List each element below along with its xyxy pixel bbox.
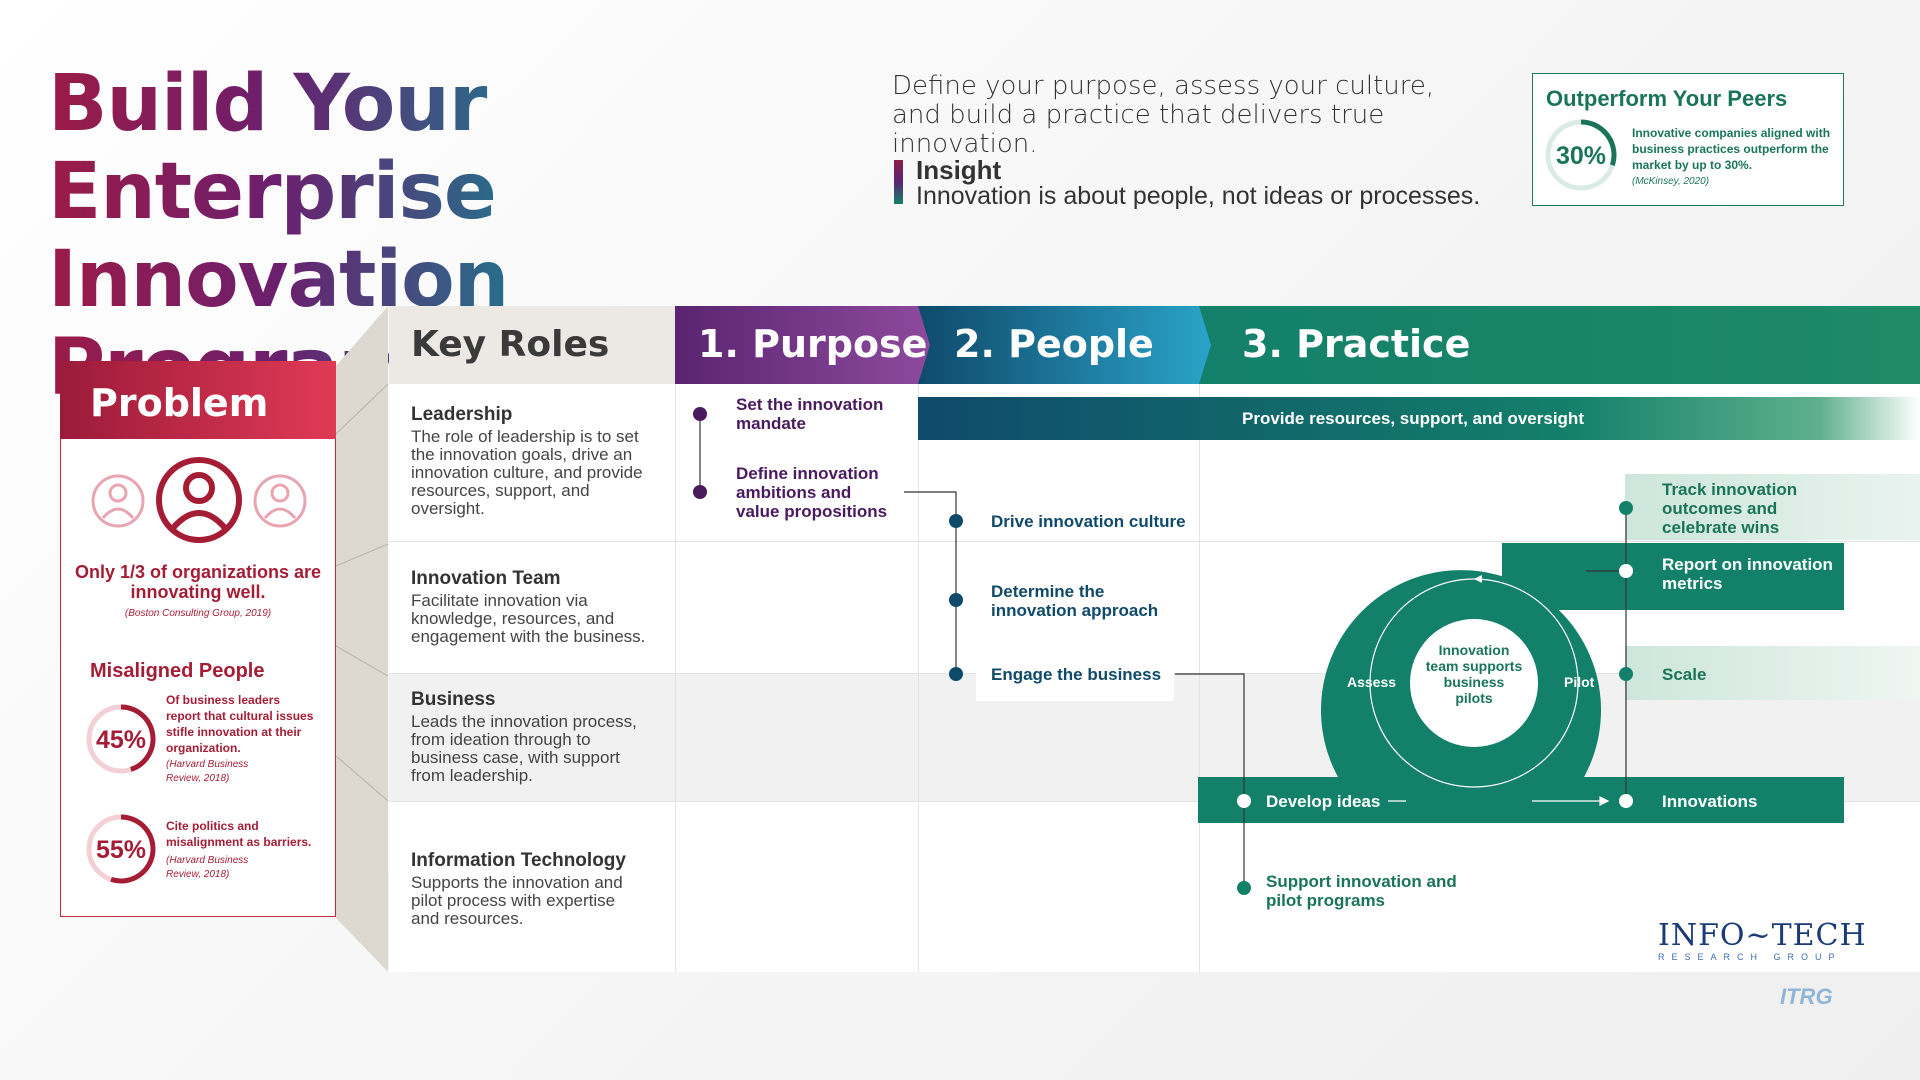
practice-header: 3. Practice <box>1242 322 1471 366</box>
person-icon <box>253 474 307 528</box>
cycle-assess: Assess <box>1347 674 1397 690</box>
role-desc: Supports the innovation and pilot proces… <box>411 873 623 928</box>
stat-45-source: (Harvard Business Review, 2018) <box>166 759 249 784</box>
purpose-item: Set the innovation mandate <box>736 395 884 433</box>
insight-accent-bar <box>894 160 903 204</box>
stat-55-percent: 55% <box>96 836 146 864</box>
role-title: Innovation Team <box>411 568 561 589</box>
scale-band <box>1625 646 1920 700</box>
stat-source: (Boston Consulting Group, 2019) <box>124 608 272 619</box>
peers-percent: 30% <box>1556 142 1606 170</box>
role-desc: The role of leadership is to set the inn… <box>411 427 643 518</box>
col-divider <box>1199 384 1200 972</box>
practice-support: Support innovation and pilot programs <box>1266 872 1457 910</box>
people-icons <box>91 457 307 543</box>
people-item: Engage the business <box>991 665 1162 684</box>
track-band <box>1625 474 1920 540</box>
people-header-bg <box>918 306 1211 384</box>
people-item: Drive innovation culture <box>991 512 1186 531</box>
cycle-center-text: Innovation team supports business pilots <box>1425 642 1523 706</box>
cycle-center <box>1410 619 1538 747</box>
purpose-header: 1. Purpose <box>698 322 928 366</box>
itrg-logo: ITRG <box>1780 984 1833 1009</box>
infotech-logo: INFO~TECH <box>1658 918 1867 953</box>
peers-heading: Outperform Your Peers <box>1546 86 1788 111</box>
report-bar <box>1502 543 1844 610</box>
engage-label-bg <box>976 655 1174 701</box>
practice-scale: Scale <box>1662 665 1707 684</box>
cycle-pilot: Pilot <box>1564 674 1595 690</box>
problem-panel <box>60 439 336 917</box>
role-title: Business <box>411 689 496 710</box>
infotech-logo-sub: RESEARCH GROUP <box>1658 952 1842 962</box>
stat-45-ring: 45% <box>86 704 156 774</box>
practice-innovations: Innovations <box>1662 792 1758 811</box>
purpose-header-bg <box>675 306 930 384</box>
problem-header: Problem <box>60 361 336 439</box>
practice-develop: Develop ideas <box>1266 792 1381 811</box>
insight-heading: Insight <box>916 155 1002 185</box>
misaligned-heading: Misaligned People <box>90 660 265 682</box>
develop-bar <box>1198 777 1844 823</box>
problem-heading: Problem <box>90 381 269 425</box>
peers-percent-ring: 30% <box>1545 119 1617 191</box>
col-divider <box>675 384 676 972</box>
page-subtitle: Define your purpose, assess your culture… <box>892 71 1435 159</box>
stat-55-source: (Harvard Business Review, 2018) <box>166 855 249 880</box>
stat-45-text: Of business leaders report that cultural… <box>166 693 314 755</box>
person-icon <box>91 474 145 528</box>
person-icon <box>156 457 242 543</box>
peers-text: Innovative companies aligned with busine… <box>1632 126 1831 172</box>
role-desc: Leads the innovation process, from ideat… <box>411 712 637 785</box>
phase-headers <box>675 306 1920 384</box>
practice-track: Track innovation outcomes and celebrate … <box>1662 480 1798 537</box>
role-title: Leadership <box>411 404 513 425</box>
peers-source: (McKinsey, 2020) <box>1632 176 1710 187</box>
practice-report: Report on innovation metrics <box>1662 555 1833 593</box>
stat-organizations: Only 1/3 of organizations are innovating… <box>74 562 322 602</box>
role-title: Information Technology <box>411 850 626 871</box>
panel-connector <box>336 306 389 972</box>
stat-55-text: Cite politics and misalignment as barrie… <box>166 819 312 849</box>
key-roles-label: Key Roles <box>411 324 610 365</box>
oversight-banner <box>918 397 1920 440</box>
role-desc: Facilitate innovation via knowledge, res… <box>411 591 646 646</box>
purpose-item: Define innovation ambitions and value pr… <box>736 464 888 521</box>
people-header: 2. People <box>954 322 1154 366</box>
stat-45-percent: 45% <box>96 726 146 754</box>
stat-55-ring: 55% <box>86 814 156 884</box>
insight-text: Innovation is about people, not ideas or… <box>916 182 1481 210</box>
row-divider <box>389 541 1920 542</box>
practice-header-bg <box>1199 306 1920 384</box>
people-item: Determine the innovation approach <box>991 582 1159 620</box>
peers-box <box>1532 73 1844 206</box>
header-key-roles: Key Roles <box>389 306 675 384</box>
col-divider <box>918 384 919 972</box>
row-divider <box>389 801 1920 802</box>
oversight-banner-text: Provide resources, support, and oversigh… <box>1242 409 1584 428</box>
